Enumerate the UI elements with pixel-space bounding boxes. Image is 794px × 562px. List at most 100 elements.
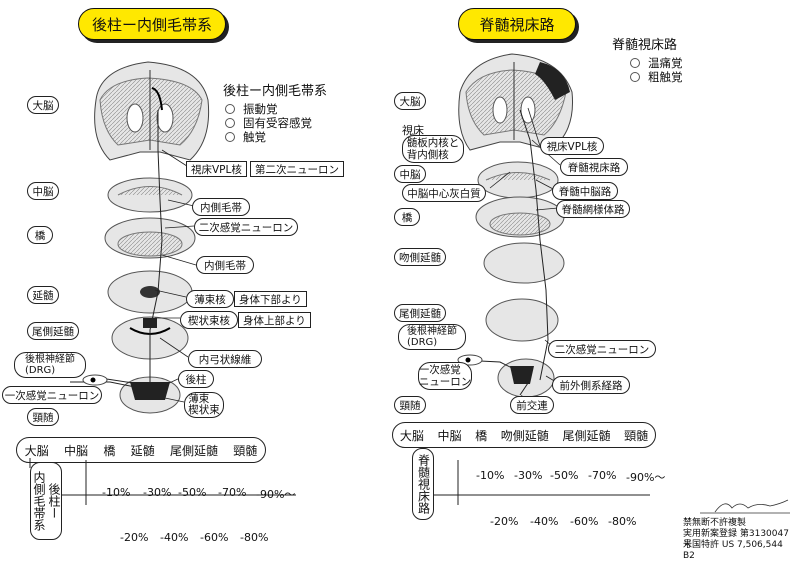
pct-label: -80% bbox=[608, 515, 637, 528]
right-title: 脊髄視床路 bbox=[458, 8, 576, 40]
right-legend: 脊髄視床路 温痛覚 粗触覚 bbox=[612, 34, 683, 84]
vertical-text-b: 後柱ー bbox=[47, 483, 61, 519]
circle-icon bbox=[225, 132, 235, 142]
pct-label: -50% bbox=[550, 469, 579, 482]
vertical-text: 脊髄視床路 bbox=[416, 454, 431, 514]
label-internal-arcuate: 内弓状線維 bbox=[188, 350, 262, 368]
scale-region: 大脳 bbox=[24, 443, 49, 458]
pct-label: -20% bbox=[120, 531, 149, 544]
region-medulla: 延髄 bbox=[27, 286, 59, 304]
label-cuneate-nucleus: 楔状束核 bbox=[180, 311, 238, 329]
scale-region: 中脳 bbox=[63, 443, 88, 458]
label-gracile-nucleus: 薄束核 bbox=[186, 290, 234, 308]
right-scale-bar: 大脳 中脳 橋 吻側延髄 尾側延髄 頸髄 bbox=[392, 422, 656, 448]
label-spinoreticular: 脊髄網様体路 bbox=[556, 200, 630, 218]
left-vertical-label: 内側毛帯系 後柱ー bbox=[30, 462, 62, 540]
right-vertical-label: 脊髄視床路 bbox=[412, 448, 434, 520]
pct-label: -10% bbox=[102, 486, 131, 499]
left-pons-section bbox=[104, 217, 196, 259]
region-drg: 後根神経節 (DRG) bbox=[14, 352, 86, 378]
footer-copyright: 禁無断不許複製 bbox=[683, 518, 747, 528]
scale-region: 頸髄 bbox=[233, 443, 258, 458]
legend-item: 触覚 bbox=[225, 130, 327, 144]
footer-patent: 米国特許 US 7,506,544 B2 bbox=[683, 540, 783, 561]
left-legend-title: 後柱ー内側毛帯系 bbox=[223, 84, 328, 99]
legend-item: 粗触覚 bbox=[630, 70, 683, 84]
region-pons: 橋 bbox=[27, 226, 53, 244]
pct-label: -60% bbox=[200, 531, 229, 544]
label-anterolateral: 前外側系経路 bbox=[552, 376, 630, 394]
legend-item: 振動覚 bbox=[225, 102, 327, 116]
legend-label: 触覚 bbox=[243, 130, 266, 144]
pct-label: -60% bbox=[570, 515, 599, 528]
pct-label: -90%〜 bbox=[626, 471, 666, 484]
left-spinal-cord-section bbox=[119, 376, 181, 414]
label-drg: 後根神経節 (DRG) bbox=[398, 324, 466, 350]
pct-label: -80% bbox=[240, 531, 269, 544]
left-drg bbox=[82, 374, 108, 386]
label-pag: 中脳中心灰白質 bbox=[402, 184, 486, 202]
pct-label: -50% bbox=[178, 486, 207, 499]
vertical-text-a: 内側毛帯系 bbox=[32, 471, 46, 531]
label-medial-lemniscus-1: 内側毛帯 bbox=[192, 198, 250, 216]
legend-label: 粗触覚 bbox=[648, 70, 683, 84]
region-rostral-medulla: 吻側延髄 bbox=[394, 248, 446, 266]
pct-label: -70% bbox=[218, 486, 247, 499]
region-midbrain: 中脳 bbox=[394, 165, 426, 183]
footer-utility-model: 実用新案登録 第3130047号 bbox=[683, 529, 789, 550]
circle-icon bbox=[225, 118, 235, 128]
left-scale-axis bbox=[29, 458, 296, 505]
left-title: 後柱ー内側毛帯系 bbox=[78, 8, 226, 40]
pct-label: -70% bbox=[588, 469, 617, 482]
pct-label: -30% bbox=[514, 469, 543, 482]
label-lower-body: 身体下部より bbox=[234, 291, 307, 307]
scale-region: 吻側延髄 bbox=[500, 428, 549, 443]
pct-label: -20% bbox=[490, 515, 519, 528]
label-fasciculi: 薄束 楔状束 bbox=[184, 392, 224, 418]
scale-region: 橋 bbox=[103, 443, 116, 458]
label-second-neuron: 第二次ニューロン bbox=[250, 161, 344, 177]
scale-region: 大脳 bbox=[399, 428, 424, 443]
scale-region: 延髄 bbox=[130, 443, 155, 458]
label-upper-body: 身体上部より bbox=[238, 312, 311, 328]
scale-region: 頸髄 bbox=[624, 428, 649, 443]
legend-label: 固有受容感覚 bbox=[243, 116, 312, 130]
left-scale-bar: 大脳 中脳 橋 延髄 尾側延髄 頸髄 bbox=[16, 437, 266, 463]
label-anterior-commissure: 前交連 bbox=[510, 396, 554, 414]
label-intralaminar: 髄板内核と 背内側核 bbox=[402, 135, 464, 163]
pct-label: -10% bbox=[476, 469, 505, 482]
region-cerebrum: 大脳 bbox=[27, 96, 59, 114]
region-cerebrum: 大脳 bbox=[394, 92, 426, 110]
label-thalamus: 視床 bbox=[402, 124, 424, 137]
legend-label: 温痛覚 bbox=[648, 56, 683, 70]
label-vpl-nucleus: 視床VPL核 bbox=[540, 137, 604, 155]
right-caudal-medulla-section bbox=[485, 298, 559, 342]
right-cerebrum-section bbox=[458, 53, 574, 151]
circle-icon bbox=[630, 58, 640, 68]
left-legend: 後柱ー内側毛帯系 振動覚 固有受容感覚 触覚 bbox=[223, 80, 327, 144]
pct-label: -30% bbox=[143, 486, 172, 499]
label-medial-lemniscus-2: 内側毛帯 bbox=[196, 256, 254, 274]
legend-item: 温痛覚 bbox=[630, 56, 683, 70]
right-pons-section bbox=[475, 196, 565, 238]
scale-region: 尾側延髄 bbox=[562, 428, 611, 443]
left-cerebrum-section bbox=[94, 61, 210, 161]
circle-icon bbox=[630, 72, 640, 82]
region-pons: 橋 bbox=[394, 208, 420, 226]
right-legend-title: 脊髄視床路 bbox=[612, 38, 678, 53]
left-medulla-section bbox=[107, 270, 193, 314]
left-label-leaders bbox=[154, 149, 197, 403]
region-caudal-medulla: 尾側延髄 bbox=[394, 304, 446, 322]
left-midbrain-section bbox=[107, 177, 193, 213]
region-midbrain: 中脳 bbox=[27, 182, 59, 200]
label-spinothalamic: 脊髄視床路 bbox=[560, 158, 628, 176]
scale-region: 橋 bbox=[475, 428, 488, 443]
label-spinomesencephalic: 脊髄中脳路 bbox=[552, 182, 618, 200]
scale-region: 尾側延髄 bbox=[169, 443, 218, 458]
pct-label: -90%〜 bbox=[256, 488, 296, 501]
circle-icon bbox=[225, 104, 235, 114]
label-second-neuron: 二次感覚ニューロン bbox=[548, 340, 656, 358]
scale-region: 中脳 bbox=[437, 428, 462, 443]
